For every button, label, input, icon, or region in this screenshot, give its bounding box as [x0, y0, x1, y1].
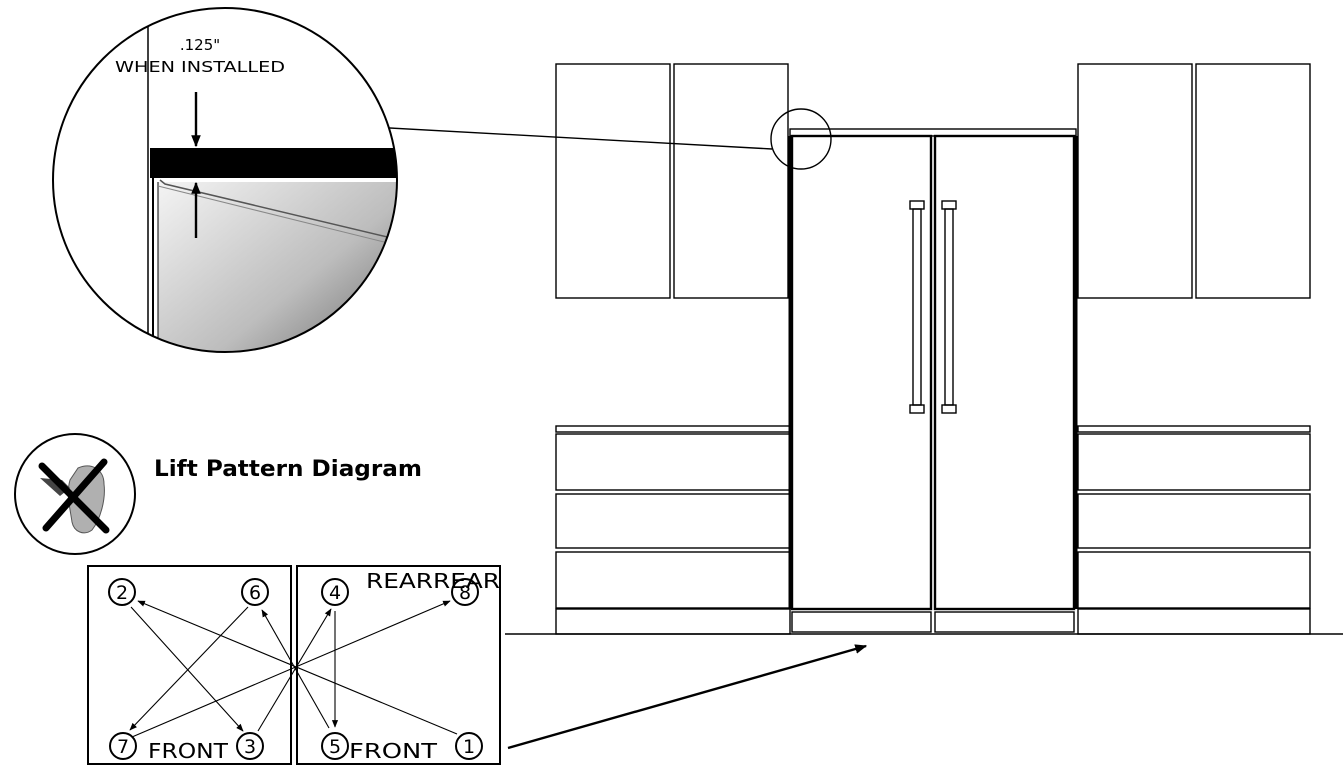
arrow-3-to-4: [257, 608, 332, 732]
lift-point-5: 5: [321, 732, 349, 760]
drawer: [1077, 493, 1311, 549]
countertop: [1077, 425, 1311, 433]
lift-sequence-arrows: [129, 600, 458, 738]
base-cabinets-right: [1077, 425, 1311, 635]
arrow-7-to-8: [131, 600, 451, 738]
front-label-right: FRONT: [349, 739, 438, 763]
lift-point-3: 3: [236, 732, 264, 760]
lift-point-8: 8: [451, 578, 479, 606]
callout-leader-line: [371, 126, 773, 150]
rear-label: REARREAR: [366, 569, 500, 593]
drawer: [1077, 433, 1311, 491]
arrow-5-to-6: [261, 609, 330, 729]
upper-cabinet-door: [1195, 63, 1311, 299]
upper-cabinets-left: [555, 63, 789, 299]
svg-text:5: 5: [329, 736, 341, 758]
countertop: [555, 425, 791, 433]
drawer: [1077, 551, 1311, 609]
refrigerator-grille-left: [791, 611, 932, 633]
upper-cabinet-door: [555, 63, 671, 299]
arrow-1-to-2: [137, 600, 458, 735]
refrigerator: [788, 128, 1078, 633]
svg-text:7: 7: [117, 736, 129, 758]
no-hand-lift-icon: [14, 433, 136, 555]
arrow-2-to-3: [130, 606, 244, 732]
refrigerator-door-right: [933, 134, 1076, 611]
drawer: [555, 493, 791, 549]
upper-cabinet-door: [1077, 63, 1193, 299]
zoom-circle: [52, 7, 398, 353]
svg-text:6: 6: [249, 582, 261, 604]
door-handle-left: [909, 200, 925, 414]
svg-text:1: 1: [463, 736, 475, 758]
lift-pointer-arrow: [507, 644, 868, 750]
lift-pattern: Lift Pattern Diagram REARREAR FRONT FRON…: [14, 433, 501, 765]
drawer: [555, 551, 791, 609]
lift-point-6: 6: [241, 578, 269, 606]
upper-cabinets-right: [1077, 63, 1311, 299]
base-cabinets-left: [555, 425, 791, 635]
kitchen-elevation: [505, 63, 1343, 635]
dimension-value: .125": [180, 36, 220, 54]
refrigerator-grille-right: [934, 611, 1075, 633]
svg-text:2: 2: [116, 582, 128, 604]
lift-point-1: 1: [455, 732, 483, 760]
svg-text:3: 3: [244, 736, 256, 758]
refrigerator-top-trim: [789, 128, 1077, 137]
toe-kick: [1077, 608, 1311, 635]
upper-cabinet-door: [673, 63, 789, 299]
dimension-note: WHEN INSTALLED: [115, 58, 285, 76]
lift-point-4: 4: [321, 578, 349, 606]
lift-pattern-title: Lift Pattern Diagram: [154, 457, 422, 482]
toe-kick: [555, 608, 791, 635]
arrow-6-to-7: [129, 606, 249, 731]
drawer: [555, 433, 791, 491]
svg-text:8: 8: [459, 582, 471, 604]
refrigerator-door-left: [790, 134, 933, 611]
lift-point-2: 2: [108, 578, 136, 606]
lift-point-7: 7: [109, 732, 137, 760]
zoom-detail: .125" WHEN INSTALLED: [52, 7, 398, 353]
svg-text:4: 4: [329, 582, 341, 604]
detail-callout-circle: [770, 108, 832, 170]
front-label-left: FRONT: [148, 739, 229, 763]
top-trim-band: [150, 148, 397, 178]
door-handle-right: [941, 200, 957, 414]
